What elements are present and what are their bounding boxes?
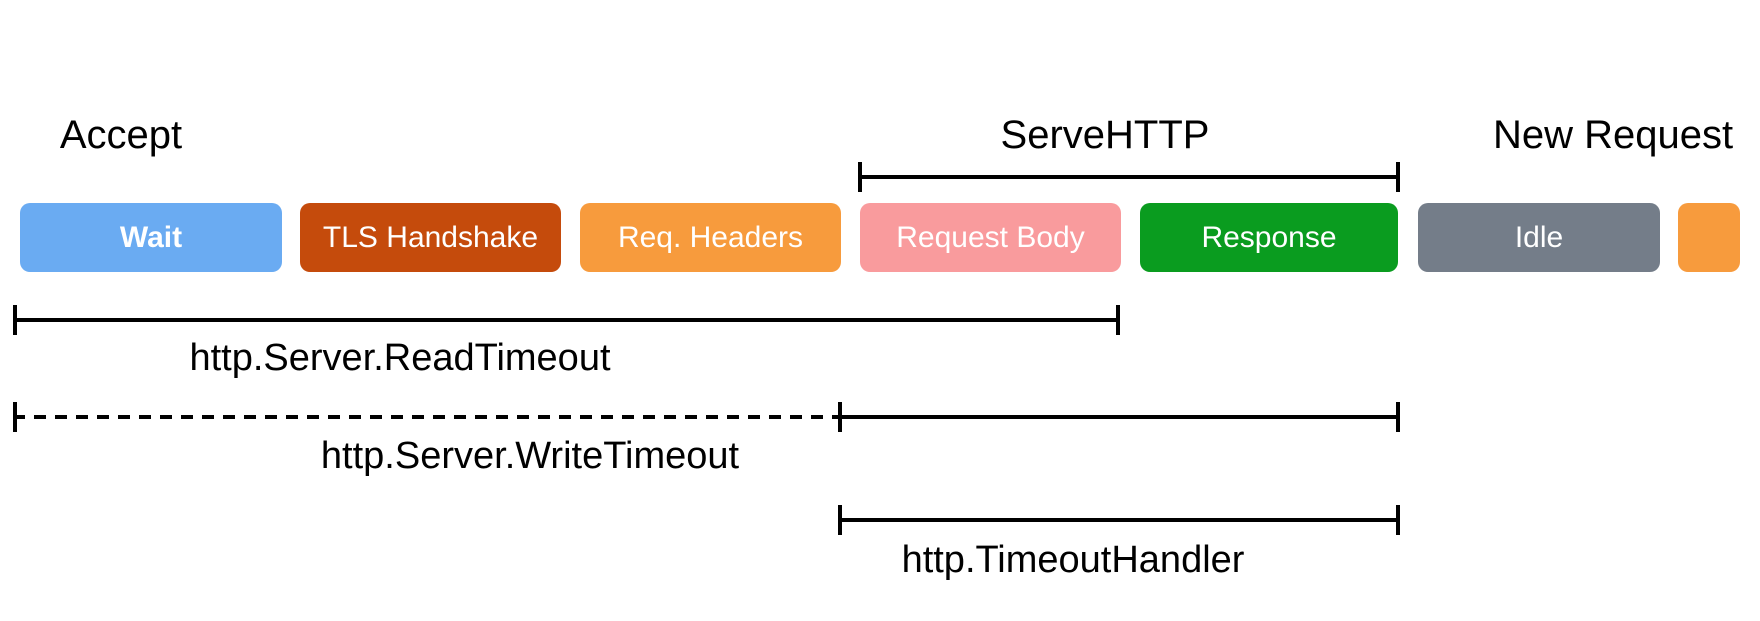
read-timeout-label: http.Server.ReadTimeout — [189, 337, 611, 379]
phase-box-request-body: Request Body — [860, 203, 1121, 272]
phase-label-new-request: New Request — [1492, 113, 1734, 157]
servehttp-bracket-end-tick — [1396, 162, 1400, 192]
phase-box-req-headers: Req. Headers — [580, 203, 841, 272]
phase-box-wait: Wait — [20, 203, 282, 272]
timeout-handler-end-tick — [1396, 505, 1400, 535]
phase-box-tls-handshake: TLS Handshake — [300, 203, 561, 272]
write-timeout-dashed-line — [13, 415, 840, 419]
write-timeout-solid-line — [840, 415, 1398, 419]
phase-box-idle: Idle — [1418, 203, 1660, 272]
phase-label-servehttp: ServeHTTP — [1000, 113, 1210, 157]
timeout-handler-label: http.TimeoutHandler — [901, 539, 1245, 581]
servehttp-bracket-line — [858, 175, 1400, 179]
timeout-handler-line — [840, 518, 1398, 522]
read-timeout-end-tick — [1116, 305, 1120, 335]
write-timeout-end-tick — [1396, 402, 1400, 432]
read-timeout-start-tick — [13, 305, 17, 335]
phase-label-accept: Accept — [59, 113, 183, 157]
phase-box-response: Response — [1140, 203, 1398, 272]
servehttp-bracket-start-tick — [858, 162, 862, 192]
write-timeout-label: http.Server.WriteTimeout — [320, 435, 740, 477]
write-timeout-start-tick — [13, 402, 17, 432]
phase-box-next-request-stub — [1678, 203, 1740, 272]
read-timeout-line — [13, 318, 1120, 322]
timeout-handler-start-tick — [838, 505, 842, 535]
write-timeout-junction-tick — [838, 402, 842, 432]
